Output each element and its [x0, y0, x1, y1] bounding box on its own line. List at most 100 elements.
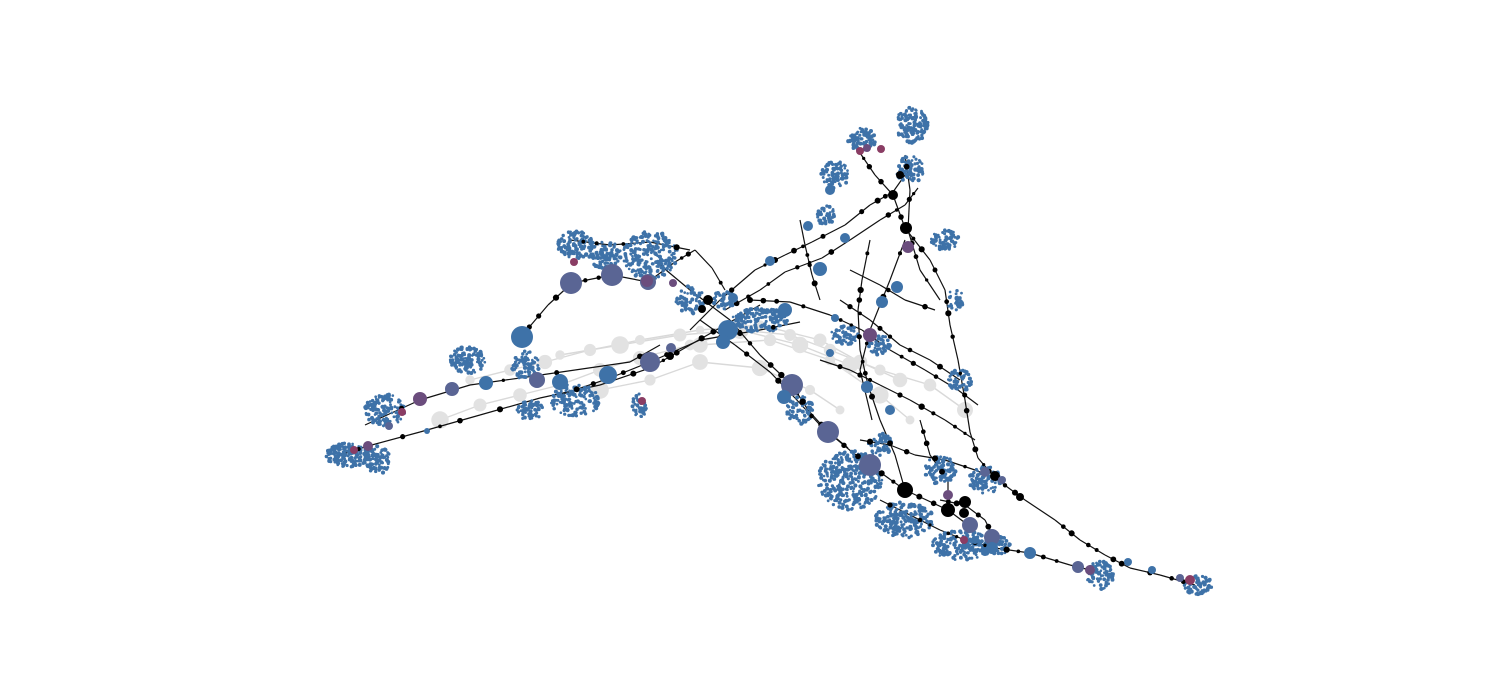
- hub-node: [971, 536, 979, 544]
- leaf-node: [958, 555, 963, 560]
- junction-node: [698, 335, 705, 342]
- leaf-node: [945, 242, 950, 247]
- leaf-node: [864, 139, 869, 144]
- leaf-node: [749, 327, 754, 332]
- leaf-node: [824, 222, 828, 226]
- leaf-node: [520, 409, 525, 413]
- leaf-node: [523, 355, 528, 360]
- leaf-node: [824, 167, 830, 172]
- leaf-node: [366, 412, 371, 417]
- leaf-node: [364, 411, 368, 415]
- leaf-node: [914, 167, 919, 172]
- leaf-node: [593, 404, 598, 409]
- leaf-node: [758, 312, 762, 317]
- leaf-node: [536, 400, 540, 405]
- leaf-node: [914, 157, 918, 161]
- leaf-node: [1099, 569, 1103, 573]
- leaf-node: [686, 292, 689, 295]
- junction-node: [917, 517, 923, 523]
- leaf-node: [875, 340, 878, 344]
- leaf-node: [572, 251, 576, 256]
- leaf-node: [846, 484, 850, 489]
- leaf-node: [830, 215, 835, 219]
- leaf-node: [336, 463, 340, 467]
- leaf-node: [849, 507, 854, 511]
- junction-node: [737, 330, 743, 337]
- edge: [674, 249, 696, 263]
- leaf-node: [938, 536, 942, 540]
- leaf-node: [914, 108, 918, 112]
- leaf-node: [825, 170, 829, 174]
- leaf-node: [556, 398, 560, 402]
- leaf-node: [952, 472, 956, 476]
- junction-node: [894, 208, 899, 212]
- edge: [804, 244, 813, 276]
- leaf-node: [864, 127, 868, 132]
- leaf-node: [878, 510, 882, 515]
- leaf-node: [763, 322, 767, 326]
- junction-node: [885, 212, 892, 218]
- junction-node: [583, 278, 588, 283]
- leaf-node: [881, 519, 886, 524]
- leaf-node: [638, 267, 643, 272]
- leaf-node: [568, 238, 572, 242]
- leaf-node: [523, 370, 527, 374]
- leaf-node: [587, 399, 592, 404]
- leaf-node: [622, 245, 627, 250]
- leaf-node: [574, 399, 578, 404]
- leaf-node: [735, 317, 740, 321]
- junction-node: [778, 371, 785, 379]
- leaf-node: [894, 520, 899, 525]
- leaf-node: [722, 297, 726, 301]
- leaf-node: [989, 487, 993, 490]
- leaf-node: [1086, 578, 1089, 582]
- leaf-node: [347, 458, 352, 462]
- junction-node: [865, 251, 870, 256]
- leaf-node: [825, 180, 829, 184]
- edge: [919, 269, 941, 301]
- light-node: [611, 336, 629, 354]
- leaf-node: [785, 404, 790, 408]
- leaf-node: [521, 412, 525, 417]
- leaf-node: [920, 505, 925, 510]
- leaf-node: [642, 247, 646, 252]
- edge: [869, 319, 901, 346]
- leaf-node: [872, 141, 877, 145]
- leaf-node: [346, 454, 350, 458]
- leaf-node: [897, 164, 902, 169]
- leaf-node: [595, 252, 598, 256]
- leaf-node: [789, 413, 794, 418]
- leaf-node: [479, 367, 483, 371]
- edge: [479, 397, 541, 416]
- leaf-node: [746, 329, 750, 333]
- leaf-node: [601, 248, 606, 252]
- junction-node: [898, 214, 904, 220]
- leaf-node: [806, 406, 811, 410]
- hub-node: [863, 328, 877, 342]
- leaf-node: [638, 236, 642, 239]
- leaf-node: [999, 542, 1002, 546]
- leaf-node: [592, 409, 595, 413]
- leaf-node: [877, 433, 882, 438]
- hub-node: [981, 548, 989, 556]
- leaf-node: [911, 115, 915, 119]
- junction-node: [621, 242, 626, 246]
- edge: [849, 369, 881, 386]
- leaf-node: [635, 241, 639, 245]
- leaf-node: [851, 143, 856, 148]
- leaf-node: [375, 444, 380, 449]
- light-node: [465, 375, 475, 385]
- hub-node: [1185, 575, 1195, 585]
- leaf-node: [926, 123, 930, 127]
- leaf-node: [853, 477, 857, 481]
- leaf-node: [1099, 586, 1104, 591]
- leaf-node: [683, 306, 688, 311]
- leaf-node: [759, 324, 763, 328]
- leaf-node: [1094, 569, 1099, 574]
- junction-node: [930, 500, 937, 507]
- leaf-node: [652, 239, 655, 243]
- leaf-node: [901, 516, 905, 520]
- leaf-node: [839, 498, 843, 502]
- leaf-node: [938, 465, 943, 470]
- leaf-node: [624, 258, 629, 263]
